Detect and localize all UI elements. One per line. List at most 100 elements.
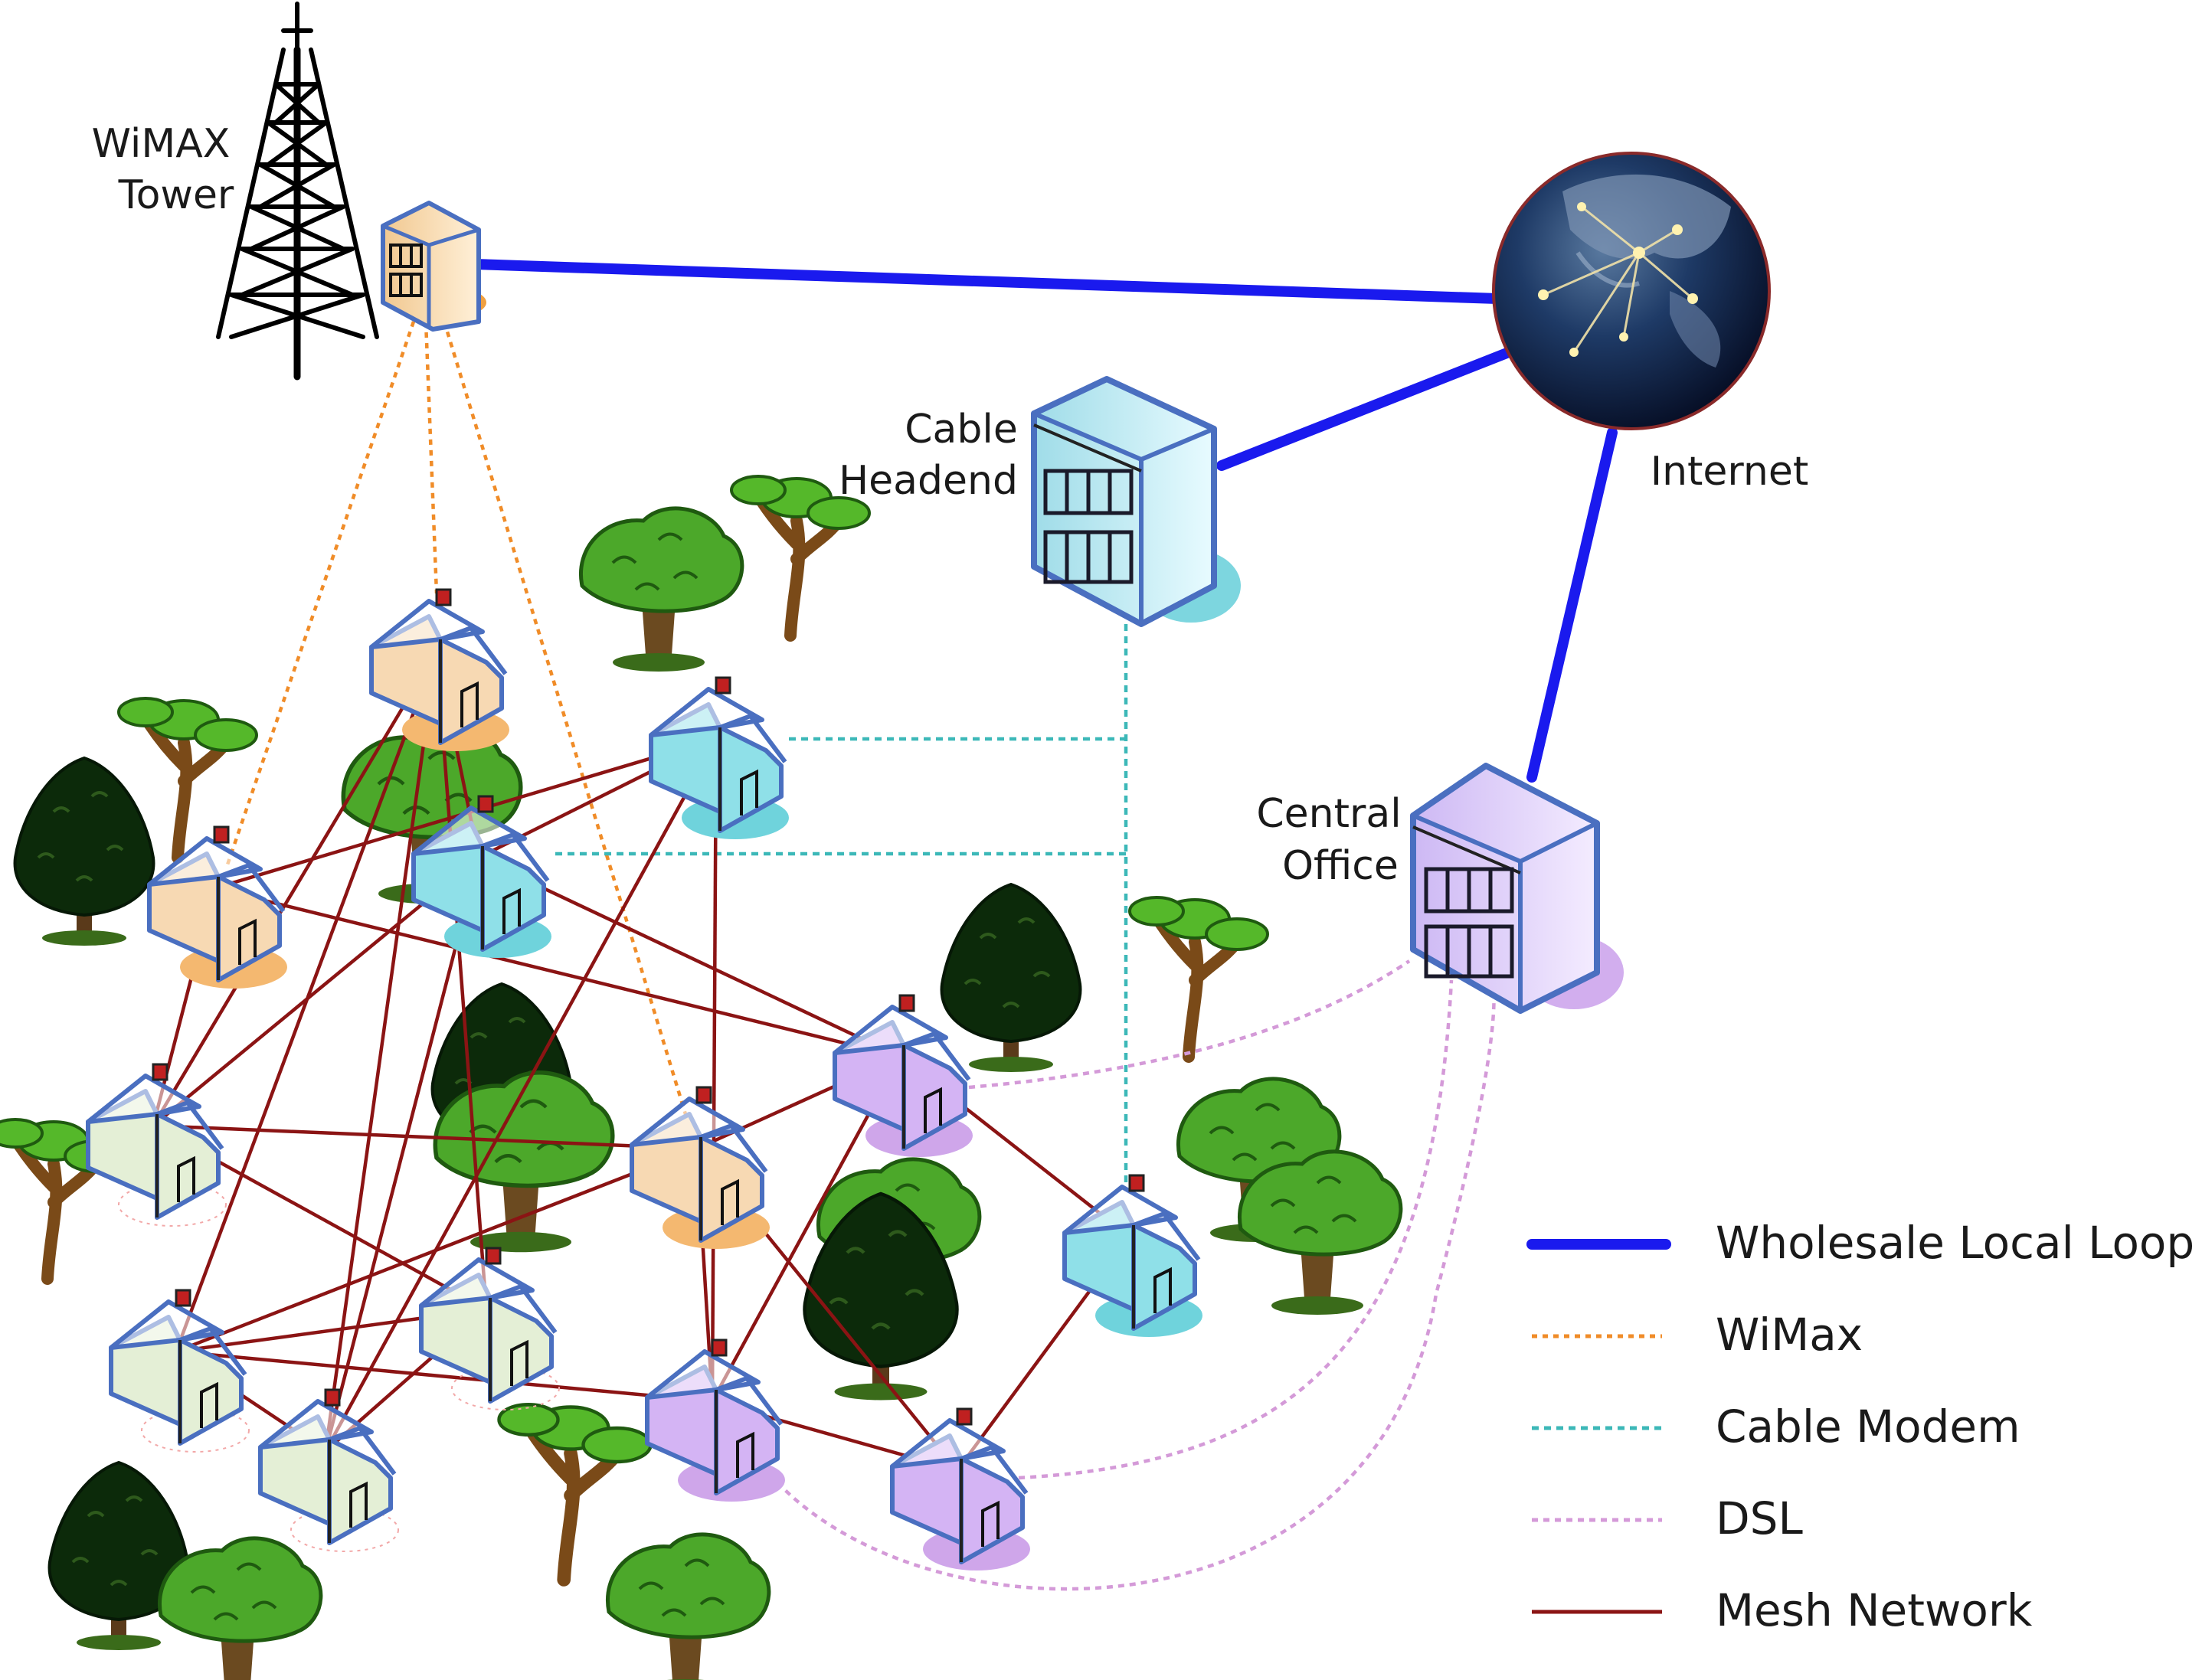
trees-layer: [0, 475, 1403, 1680]
chimney-icon: [485, 1247, 502, 1265]
legend: Wholesale Local Loop WiMax Cable Modem D…: [1526, 1217, 2194, 1636]
central-office[interactable]: Central Office: [1256, 763, 1624, 1014]
wholesale-link-co-internet: [1526, 427, 1618, 783]
door-icon: [981, 1500, 1000, 1547]
house-mesh[interactable]: [86, 1063, 227, 1227]
wimax-base-station-icon: [381, 201, 486, 332]
door-icon: [200, 1381, 218, 1428]
door-icon: [177, 1155, 195, 1202]
central-office-label-line1: Central: [1256, 791, 1401, 837]
house-dsl[interactable]: [833, 994, 973, 1157]
tree-icon: [433, 1070, 615, 1253]
house-wimax[interactable]: [147, 825, 287, 989]
house-dsl[interactable]: [645, 1338, 785, 1502]
wimax-tower-label-line1: WiMAX: [92, 121, 231, 167]
globe-icon: [1492, 152, 1771, 430]
legend-item-wimax: WiMax: [1532, 1309, 1863, 1361]
house-mesh[interactable]: [109, 1289, 250, 1453]
mesh-link: [323, 857, 481, 1452]
door-icon: [349, 1481, 368, 1528]
house-wimax[interactable]: [369, 588, 509, 751]
house-cable[interactable]: [411, 795, 551, 958]
tree-icon: [730, 475, 871, 642]
cable-headend[interactable]: Cable Headend: [839, 376, 1241, 627]
cable-headend-building-icon: [1031, 376, 1241, 627]
central-office-building-icon: [1410, 763, 1624, 1014]
house-roof: [645, 1349, 761, 1400]
house-mesh[interactable]: [419, 1247, 560, 1410]
wholesale-link-headend-internet: [1216, 345, 1518, 471]
tree-icon: [47, 1460, 190, 1650]
legend-label-wholesale: Wholesale Local Loop: [1716, 1217, 2194, 1269]
dsl-links: [768, 959, 1496, 1591]
house-roof: [630, 1097, 745, 1147]
house-mesh[interactable]: [258, 1388, 399, 1552]
mesh-link: [174, 650, 439, 1352]
tree-icon: [497, 1402, 653, 1587]
tree-icon: [1238, 1149, 1403, 1315]
wimax-tower[interactable]: WiMAX Tower: [92, 2, 486, 381]
door-icon: [740, 769, 758, 815]
wholesale-link-wimax-internet: [470, 259, 1503, 304]
wimax-links: [224, 321, 688, 1115]
mesh-link: [214, 886, 901, 1059]
mesh-link: [324, 737, 718, 1453]
mesh-link: [323, 650, 439, 1452]
legend-item-mesh: Mesh Network: [1532, 1584, 2033, 1636]
tree-icon: [13, 756, 155, 946]
door-icon: [924, 1087, 942, 1133]
house-roof: [649, 687, 764, 737]
internet-node[interactable]: Internet: [1492, 152, 1808, 495]
central-office-label-line2: Office: [1282, 843, 1399, 889]
door-icon: [502, 887, 521, 934]
legend-item-cable: Cable Modem: [1532, 1401, 2020, 1453]
legend-item-wholesale: Wholesale Local Loop: [1526, 1217, 2194, 1269]
cable-headend-label-line1: Cable: [905, 407, 1018, 453]
house-wimax[interactable]: [630, 1086, 770, 1249]
house-cable[interactable]: [649, 676, 789, 839]
mesh-link: [434, 650, 489, 1310]
houses-layer: [86, 588, 1202, 1571]
house-roof: [147, 836, 263, 887]
door-icon: [1153, 1267, 1172, 1313]
dsl-link-h13: [1018, 979, 1454, 1480]
chimney-icon: [152, 1063, 169, 1081]
wimax-link-3: [442, 321, 688, 1115]
wimax-tower-label-line2: Tower: [118, 172, 234, 218]
legend-label-cable: Cable Modem: [1716, 1401, 2020, 1453]
mesh-link: [152, 649, 438, 1127]
chimney-icon: [695, 1086, 712, 1104]
internet-label: Internet: [1651, 449, 1808, 495]
tree-icon: [940, 882, 1082, 1072]
mesh-link: [152, 1123, 698, 1151]
chimney-icon: [956, 1407, 973, 1426]
tower-icon: [216, 2, 379, 381]
tree-icon: [117, 697, 258, 864]
chimney-icon: [175, 1289, 191, 1307]
house-roof: [86, 1074, 201, 1124]
chimney-icon: [1128, 1174, 1145, 1192]
door-icon: [460, 681, 479, 727]
mesh-link: [710, 738, 718, 1402]
house-cable[interactable]: [1062, 1174, 1202, 1337]
dsl-link-h7: [968, 959, 1411, 1090]
legend-label-wimax: WiMax: [1716, 1309, 1863, 1361]
wholesale-links: [470, 259, 1618, 783]
chimney-icon: [435, 588, 452, 606]
door-icon: [736, 1431, 754, 1478]
cable-headend-label-line2: Headend: [839, 458, 1018, 504]
house-roof: [258, 1399, 374, 1450]
legend-label-mesh: Mesh Network: [1716, 1584, 2033, 1636]
chimney-icon: [213, 825, 230, 844]
cable-links: [555, 624, 1128, 1183]
tree-icon: [158, 1536, 323, 1680]
legend-label-dsl: DSL: [1716, 1492, 1803, 1544]
chimney-icon: [477, 795, 494, 813]
door-icon: [510, 1339, 528, 1386]
door-icon: [721, 1178, 739, 1225]
house-dsl[interactable]: [890, 1407, 1030, 1571]
tree-icon: [1128, 896, 1269, 1063]
house-roof: [833, 1005, 948, 1055]
chimney-icon: [324, 1388, 341, 1407]
